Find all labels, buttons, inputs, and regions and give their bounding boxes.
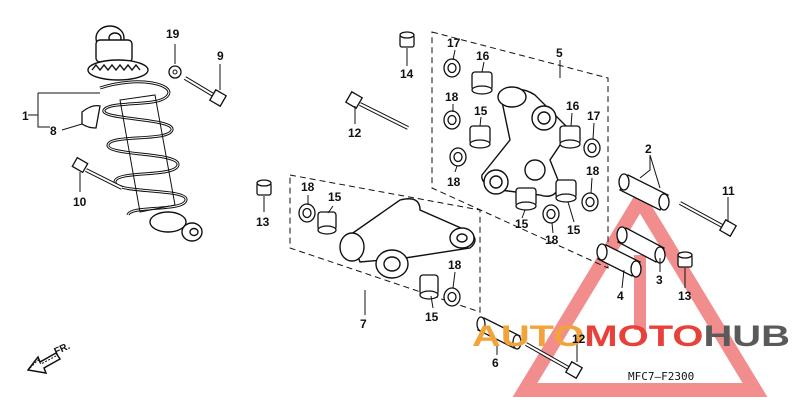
label-16-b: 16 [566, 99, 580, 113]
label-8: 8 [50, 124, 57, 138]
nut-14 [399, 31, 415, 48]
label-15-b: 15 [425, 310, 439, 324]
label-13-right: 13 [678, 289, 692, 303]
sleeve-3 [616, 226, 666, 264]
label-3: 3 [656, 273, 663, 287]
bearing-18-a [298, 203, 316, 223]
collar-16-b [559, 125, 581, 149]
collar-15-c [469, 125, 491, 149]
label-12-lower: 12 [572, 332, 586, 346]
bearing-17-b [583, 138, 601, 158]
label-6: 6 [492, 356, 499, 370]
link-7-box [289, 174, 481, 313]
arm-5 [481, 86, 574, 197]
label-18-c: 18 [445, 90, 459, 104]
part-labels: 1 8 10 19 9 14 12 13 7 18 15 18 15 5 17 … [22, 27, 735, 370]
diagram-code: MFC7—F2300 [628, 370, 694, 383]
label-15-a: 15 [328, 190, 342, 204]
watermark-part-moto: MOTO [584, 320, 703, 353]
collar-15-a [317, 211, 337, 235]
bolt-12-lower [525, 342, 584, 380]
shock-absorber [87, 25, 203, 242]
watermark-part-hub: HUB [703, 320, 790, 353]
nut-13-right [677, 251, 693, 268]
bearing-18-b [443, 287, 461, 307]
label-2: 2 [645, 142, 652, 156]
label-7: 7 [360, 317, 367, 331]
label-11: 11 [722, 184, 735, 198]
label-10: 10 [73, 195, 87, 209]
watermark-part-auto: AUTO [472, 320, 584, 353]
label-1: 1 [22, 109, 29, 123]
label-14: 14 [400, 67, 414, 81]
collar-16-a [471, 71, 493, 95]
direction-label: FR. [53, 341, 72, 358]
label-18-e: 18 [586, 164, 600, 178]
link-7 [339, 198, 476, 279]
bolt-9 [183, 76, 228, 108]
label-15-e: 15 [567, 223, 581, 237]
label-12-upper: 12 [348, 126, 362, 140]
label-18-b: 18 [448, 258, 462, 272]
label-18-d: 18 [447, 175, 461, 189]
label-13-left: 13 [256, 215, 270, 229]
bearing-18-f [581, 192, 599, 212]
bearing-18-e [542, 204, 560, 224]
nut-13-left [256, 179, 272, 196]
leader-lines [28, 44, 729, 362]
collar-15-b [419, 274, 439, 300]
label-15-d: 15 [515, 217, 529, 231]
bolt-12-upper [344, 90, 409, 130]
bearing-18-d [449, 147, 467, 167]
label-9: 9 [217, 49, 224, 63]
label-4: 4 [617, 289, 624, 303]
label-15-c: 15 [474, 104, 488, 118]
label-17-a: 17 [447, 36, 461, 50]
collar-15-e [555, 179, 577, 203]
bearing-17-a [443, 58, 461, 78]
direction-arrow: FR. [26, 341, 72, 374]
spring-seat [81, 104, 101, 129]
bolt-11 [679, 201, 738, 238]
arm-5-box [431, 31, 609, 269]
label-19: 19 [166, 27, 180, 41]
sleeve-2 [618, 173, 670, 211]
sleeve-6 [476, 316, 522, 350]
sleeve-4 [596, 243, 642, 278]
label-18-f: 18 [545, 233, 559, 247]
washer-19 [168, 65, 182, 79]
label-17-b: 17 [587, 109, 601, 123]
collar-15-d [515, 187, 537, 211]
label-18-a: 18 [301, 180, 315, 194]
bolt-10 [71, 156, 123, 190]
label-16-a: 16 [476, 49, 490, 63]
bearing-18-c [443, 110, 461, 130]
label-5: 5 [556, 46, 563, 60]
